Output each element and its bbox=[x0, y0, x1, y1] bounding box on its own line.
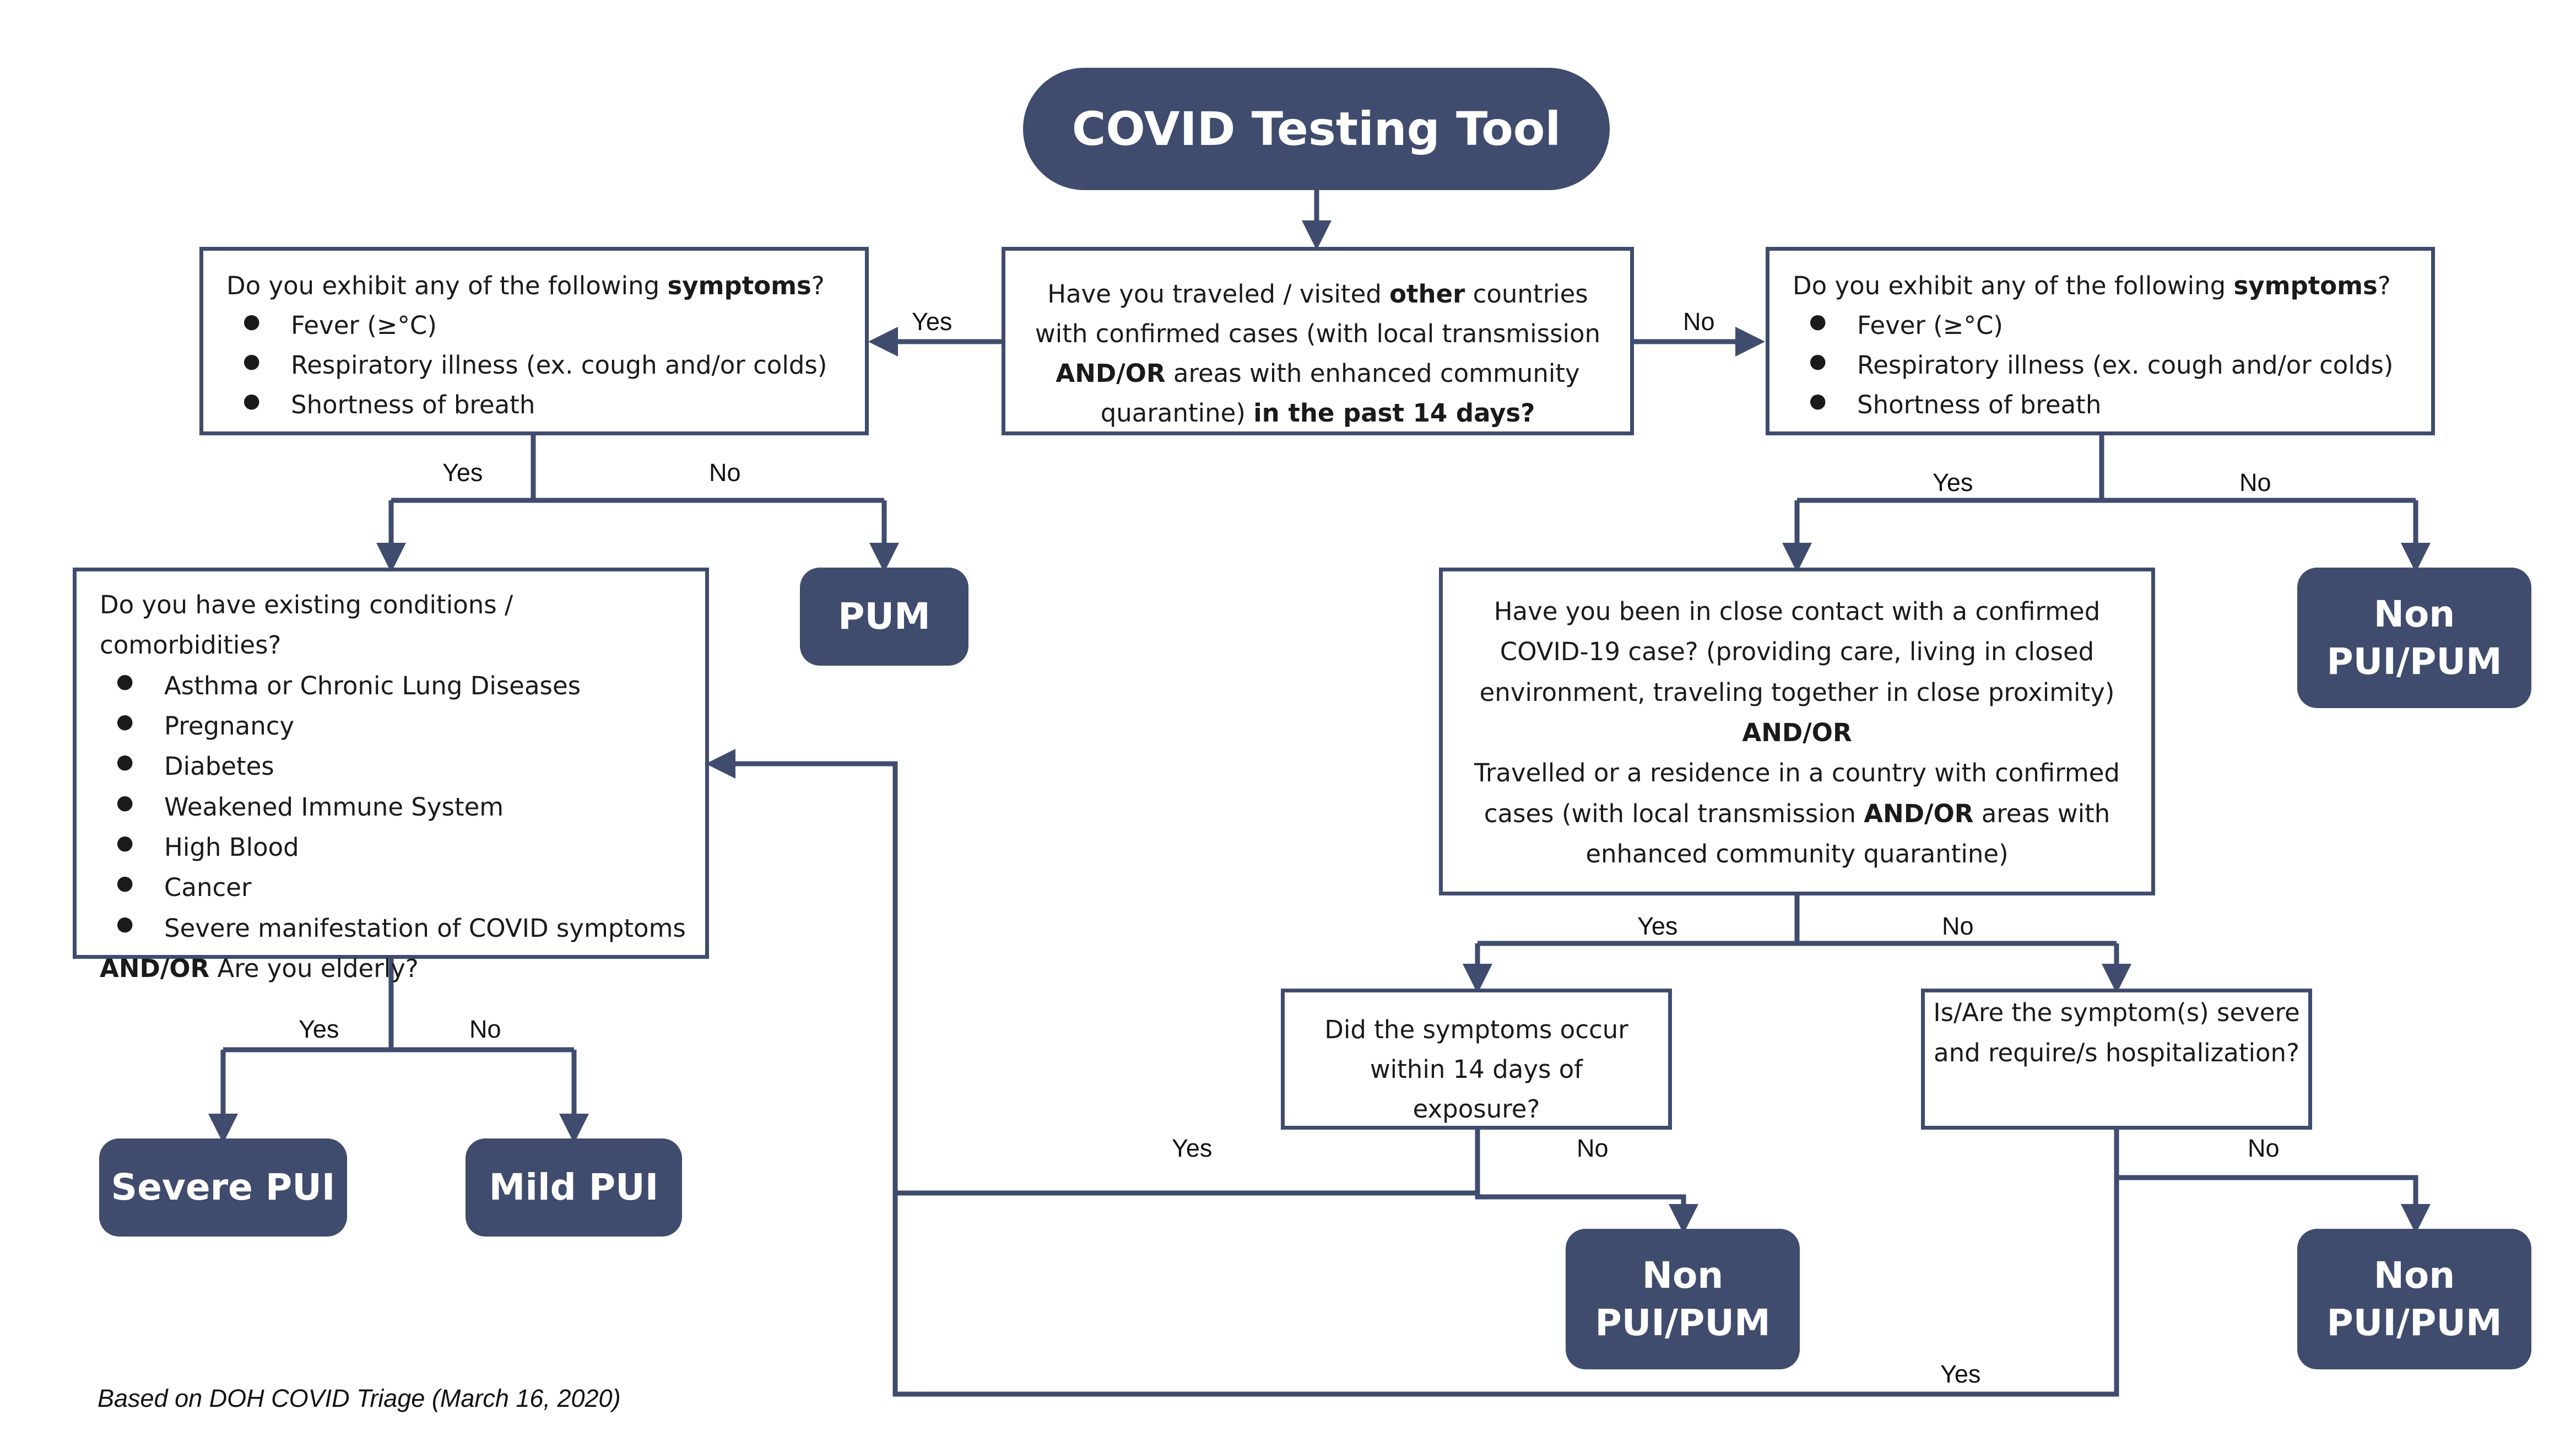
close-contact-question: Have you been in close contact with a co… bbox=[1439, 568, 2155, 895]
label-contact-no: No bbox=[1942, 912, 1974, 940]
list-item: Asthma or Chronic Lung Diseases bbox=[100, 666, 689, 706]
label-comorbid-yes: Yes bbox=[299, 1015, 339, 1043]
branch-left-symptoms bbox=[391, 435, 884, 503]
source-footnote: Based on DOH COVID Triage (March 16, 202… bbox=[98, 1384, 621, 1412]
outcome-pum: PUM bbox=[800, 568, 968, 666]
arrow-severe-no bbox=[2117, 1175, 2431, 1234]
label-left-symptoms-yes: Yes bbox=[442, 458, 483, 487]
label-right-symptoms-no: No bbox=[2239, 468, 2271, 496]
label-travel-no: No bbox=[1683, 307, 1715, 336]
comorbidities-question: Do you have existing conditions / comorb… bbox=[73, 568, 709, 983]
label-exposure-yes: Yes bbox=[1172, 1134, 1213, 1162]
branch-comorbid bbox=[223, 959, 574, 1052]
label-severe-yes: Yes bbox=[1940, 1360, 1981, 1388]
list-item: Cancer bbox=[100, 867, 689, 908]
symptoms-question-heading: Do you exhibit any of the following symp… bbox=[1793, 271, 2391, 300]
list-item: Shortness of breath bbox=[226, 385, 848, 425]
list-item: Weakened Immune System bbox=[100, 787, 689, 827]
list-item: Severe manifestation of COVID symptoms bbox=[100, 908, 689, 948]
list-item: High Blood bbox=[100, 827, 689, 867]
list-item: Pregnancy bbox=[100, 706, 689, 746]
list-item: Fever (≥°C) bbox=[226, 306, 848, 346]
symptoms-question-heading: Do you exhibit any of the following symp… bbox=[226, 271, 825, 300]
label-right-symptoms-yes: Yes bbox=[1933, 468, 1973, 496]
arrow-exposure-yes bbox=[706, 749, 1478, 1196]
travel-question: Have you traveled / visited other countr… bbox=[1002, 247, 1634, 435]
label-travel-yes: Yes bbox=[912, 307, 953, 336]
list-item: Respiratory illness (ex. cough and/or co… bbox=[226, 346, 848, 385]
flowchart-title: COVID Testing Tool bbox=[1023, 68, 1610, 190]
elderly-line: AND/OR Are you elderly? bbox=[100, 954, 419, 984]
arrow-exposure-no bbox=[1475, 1127, 1698, 1234]
exposure-question: Did the symptoms occur within 14 days of… bbox=[1281, 989, 1672, 1130]
comorbidities-heading: Do you have existing conditions / comorb… bbox=[100, 590, 513, 660]
symptoms-question-left: Do you exhibit any of the following symp… bbox=[199, 247, 869, 435]
list-item: Fever (≥°C) bbox=[1793, 306, 2415, 346]
list-item: Respiratory illness (ex. cough and/or co… bbox=[1793, 346, 2415, 385]
outcome-mild-pui: Mild PUI bbox=[466, 1138, 682, 1237]
label-contact-yes: Yes bbox=[1637, 912, 1678, 940]
line-severe-yes bbox=[892, 1127, 2119, 1397]
list-item: Diabetes bbox=[100, 746, 689, 786]
branch-right-symptoms bbox=[1797, 435, 2416, 503]
label-comorbid-no: No bbox=[469, 1015, 501, 1043]
label-exposure-no: No bbox=[1577, 1134, 1609, 1162]
list-item: Shortness of breath bbox=[1793, 385, 2415, 425]
severity-question: Is/Are the symptom(s) severe and require… bbox=[1921, 989, 2312, 1130]
label-severe-no: No bbox=[2248, 1134, 2280, 1162]
outcome-severe-pui: Severe PUI bbox=[99, 1138, 347, 1237]
symptoms-question-right: Do you exhibit any of the following symp… bbox=[1766, 247, 2435, 435]
label-left-symptoms-no: No bbox=[709, 458, 741, 487]
branch-contact bbox=[1478, 895, 2117, 946]
